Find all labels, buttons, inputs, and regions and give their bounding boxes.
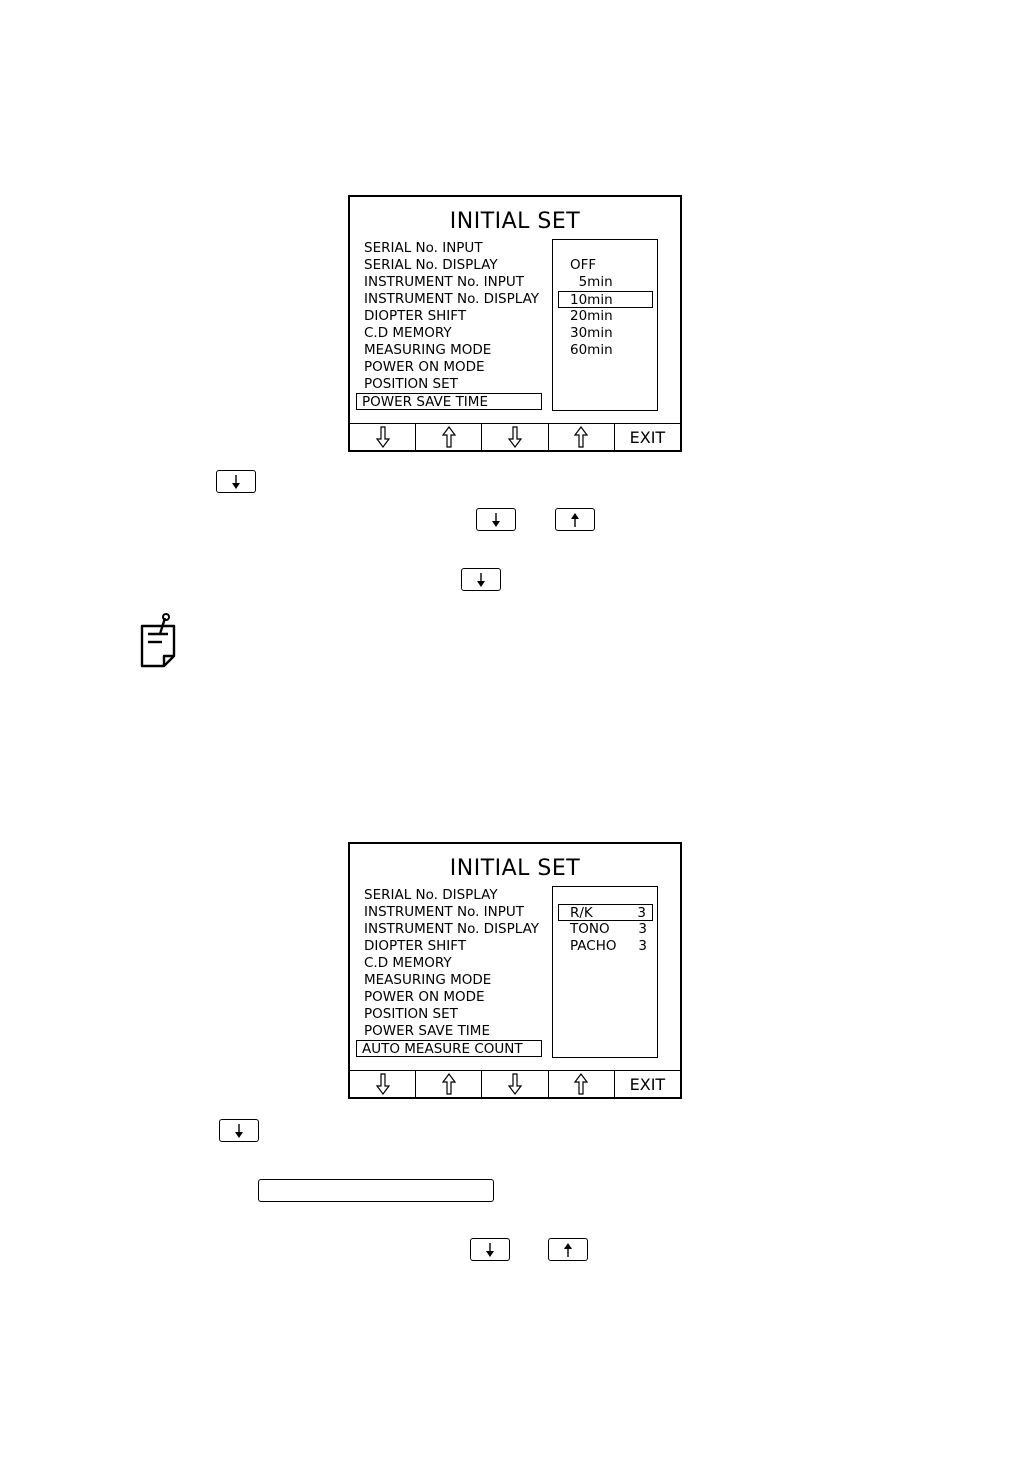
menu-item[interactable]: MEASURING MODE (364, 342, 492, 358)
up-key (555, 508, 595, 531)
menu-item[interactable]: SERIAL No. DISPLAY (364, 257, 498, 273)
option-panel: R/K 3 TONO 3 PACHO 3 (552, 886, 658, 1058)
menu-item[interactable]: DIOPTER SHIFT (364, 308, 467, 324)
menu-item[interactable]: POWER SAVE TIME (364, 1023, 490, 1039)
up-button[interactable] (416, 1071, 483, 1097)
menu-item-selected[interactable]: AUTO MEASURE COUNT (356, 1040, 542, 1057)
option-label: R/K (570, 905, 593, 921)
up-button[interactable] (549, 424, 615, 450)
down-button[interactable] (482, 424, 549, 450)
down-key (216, 470, 256, 493)
down-outline-arrow-icon (507, 1073, 523, 1095)
down-key (470, 1238, 510, 1261)
option-label: TONO (570, 921, 610, 937)
menu-item[interactable]: C.D MEMORY (364, 325, 452, 341)
menu-item[interactable]: INSTRUMENT No. INPUT (364, 904, 525, 920)
screen-title: INITIAL SET (449, 209, 581, 234)
option-item[interactable]: PACHO 3 (558, 938, 653, 955)
down-button[interactable] (350, 424, 417, 450)
option-panel: OFF 5min 10min 20min 30min 60min (552, 239, 658, 411)
option-item-selected[interactable]: R/K 3 (558, 904, 653, 921)
option-label: PACHO (570, 938, 617, 954)
option-item-selected[interactable]: 10min (558, 291, 653, 308)
menu-item[interactable]: DIOPTER SHIFT (364, 938, 467, 954)
down-key (219, 1119, 259, 1142)
up-key-icon (571, 512, 579, 527)
down-button[interactable] (482, 1071, 549, 1097)
menu-item[interactable]: POSITION SET (364, 376, 458, 392)
memo-note-icon (140, 613, 176, 668)
option-value: 3 (638, 921, 647, 937)
menu-item[interactable]: INSTRUMENT No. DISPLAY (364, 921, 540, 937)
up-outline-arrow-icon (574, 1073, 589, 1095)
menu-item[interactable]: SERIAL No. INPUT (364, 240, 483, 256)
exit-button[interactable]: EXIT (629, 1074, 666, 1094)
down-outline-arrow-icon (375, 426, 390, 448)
up-key (548, 1238, 588, 1261)
blank-key-field (258, 1179, 494, 1202)
option-item[interactable]: 30min (570, 325, 613, 341)
menu-item[interactable]: INSTRUMENT No. INPUT (364, 274, 525, 290)
initial-set-screen-2: INITIAL SET SERIAL No. DISPLAY INSTRUMEN… (348, 842, 682, 1099)
menu-item[interactable]: POSITION SET (364, 1006, 458, 1022)
down-key-icon (477, 572, 485, 587)
option-item[interactable]: 5min (570, 274, 613, 290)
button-bar: EXIT (350, 1070, 680, 1097)
down-key-icon (492, 512, 500, 527)
down-key (476, 508, 516, 531)
menu-item[interactable]: POWER ON MODE (364, 359, 485, 375)
menu-item[interactable]: C.D MEMORY (364, 955, 452, 971)
up-outline-arrow-icon (441, 426, 456, 448)
down-button[interactable] (350, 1071, 417, 1097)
menu-item[interactable]: SERIAL No. DISPLAY (364, 887, 498, 903)
up-outline-arrow-icon (441, 1073, 456, 1095)
initial-set-screen-1: INITIAL SET SERIAL No. INPUT SERIAL No. … (348, 195, 682, 452)
menu-list: SERIAL No. INPUT SERIAL No. DISPLAY INST… (356, 240, 542, 410)
menu-item[interactable]: INSTRUMENT No. DISPLAY (364, 291, 540, 307)
down-outline-arrow-icon (507, 426, 523, 448)
up-button[interactable] (549, 1071, 615, 1097)
menu-item[interactable]: POWER ON MODE (364, 989, 485, 1005)
up-outline-arrow-icon (574, 426, 589, 448)
screen-title: INITIAL SET (449, 856, 581, 881)
option-item[interactable]: 20min (570, 308, 613, 324)
down-key-icon (486, 1242, 494, 1257)
up-button[interactable] (416, 424, 483, 450)
option-value: 3 (637, 905, 646, 921)
menu-list: SERIAL No. DISPLAY INSTRUMENT No. INPUT … (356, 887, 542, 1057)
down-key (461, 568, 501, 591)
exit-button[interactable]: EXIT (629, 427, 666, 447)
option-item[interactable]: 60min (570, 342, 613, 358)
menu-item[interactable]: MEASURING MODE (364, 972, 492, 988)
button-bar: EXIT (350, 423, 680, 450)
option-value: 3 (638, 938, 647, 954)
option-item[interactable]: TONO 3 (558, 921, 653, 938)
down-outline-arrow-icon (375, 1073, 390, 1095)
down-key-icon (235, 1123, 243, 1138)
menu-item-selected[interactable]: POWER SAVE TIME (356, 393, 542, 410)
up-key-icon (564, 1242, 572, 1257)
down-key-icon (232, 474, 240, 489)
option-item[interactable]: OFF (570, 257, 597, 273)
